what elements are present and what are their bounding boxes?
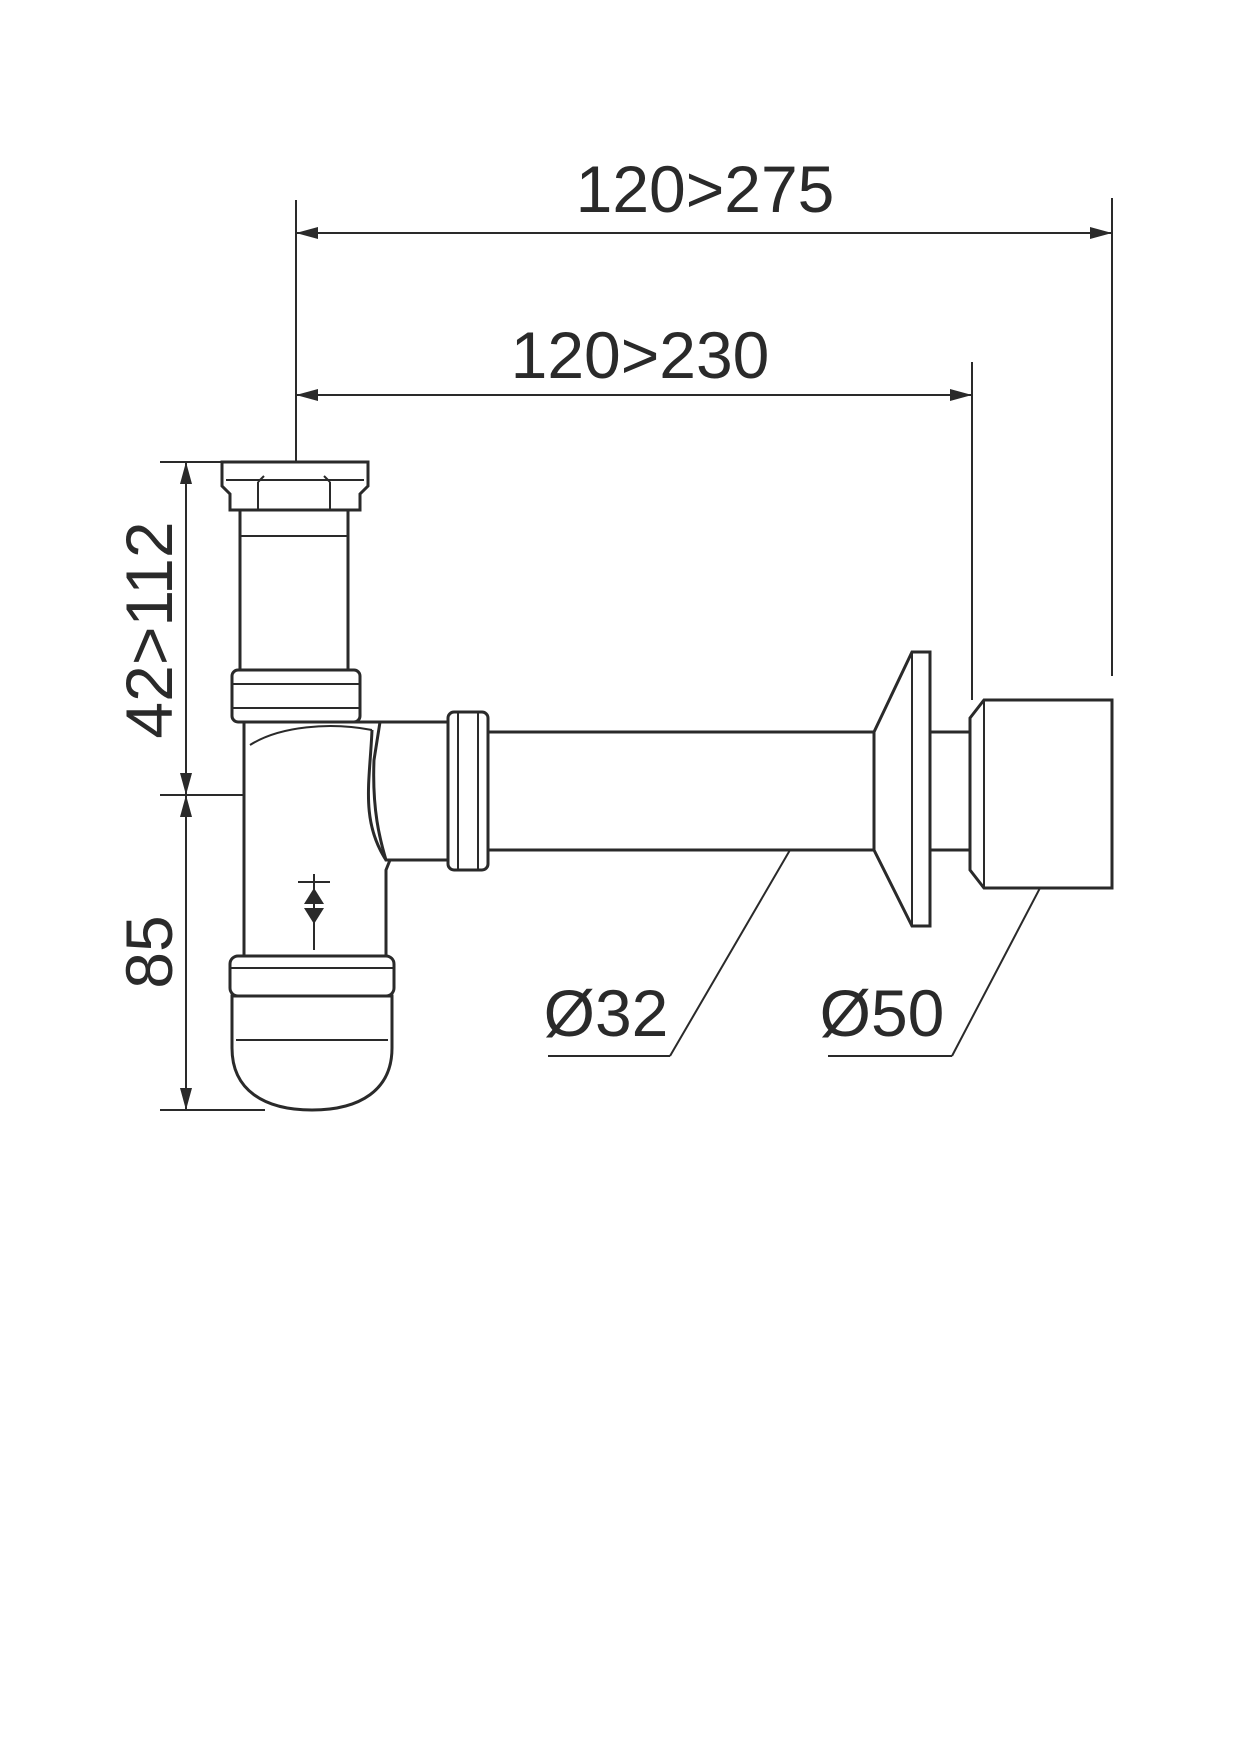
outlet-sleeve-50 xyxy=(968,698,1114,890)
pipe-32 xyxy=(486,730,876,852)
horizontal-pipe xyxy=(446,650,1114,928)
dimension-label-seal-depth: 85 xyxy=(112,915,186,988)
pipe-spigot xyxy=(928,730,972,852)
dimension-label-tailpiece-height: 42>112 xyxy=(112,521,186,738)
bottom-cup xyxy=(230,994,394,1112)
outlet-stub xyxy=(372,720,454,862)
dimension-overall-length: 120>275 xyxy=(295,152,1113,676)
bottle-body xyxy=(242,720,392,962)
upper-collar xyxy=(230,668,362,724)
bottom-collar xyxy=(228,954,396,998)
leader-pipe-diameter: Ø32 xyxy=(544,849,791,1057)
dimension-label-wall-offset: 120>230 xyxy=(511,318,770,392)
flow-arrow-icon xyxy=(298,874,330,950)
pipe-nut xyxy=(446,710,490,872)
dimension-wall-offset: 120>230 xyxy=(296,318,973,700)
top-nut xyxy=(220,460,370,512)
leader-outlet-diameter: Ø50 xyxy=(820,887,1041,1057)
dimension-label-overall-length: 120>275 xyxy=(576,152,835,226)
tailpiece-tube xyxy=(238,508,350,672)
wall-rosette xyxy=(872,650,932,928)
label-outlet-diameter: Ø50 xyxy=(820,976,945,1050)
siphon-body xyxy=(220,460,454,1112)
dimension-vertical: 42>112 85 xyxy=(112,461,370,1111)
label-pipe-diameter: Ø32 xyxy=(544,976,669,1050)
